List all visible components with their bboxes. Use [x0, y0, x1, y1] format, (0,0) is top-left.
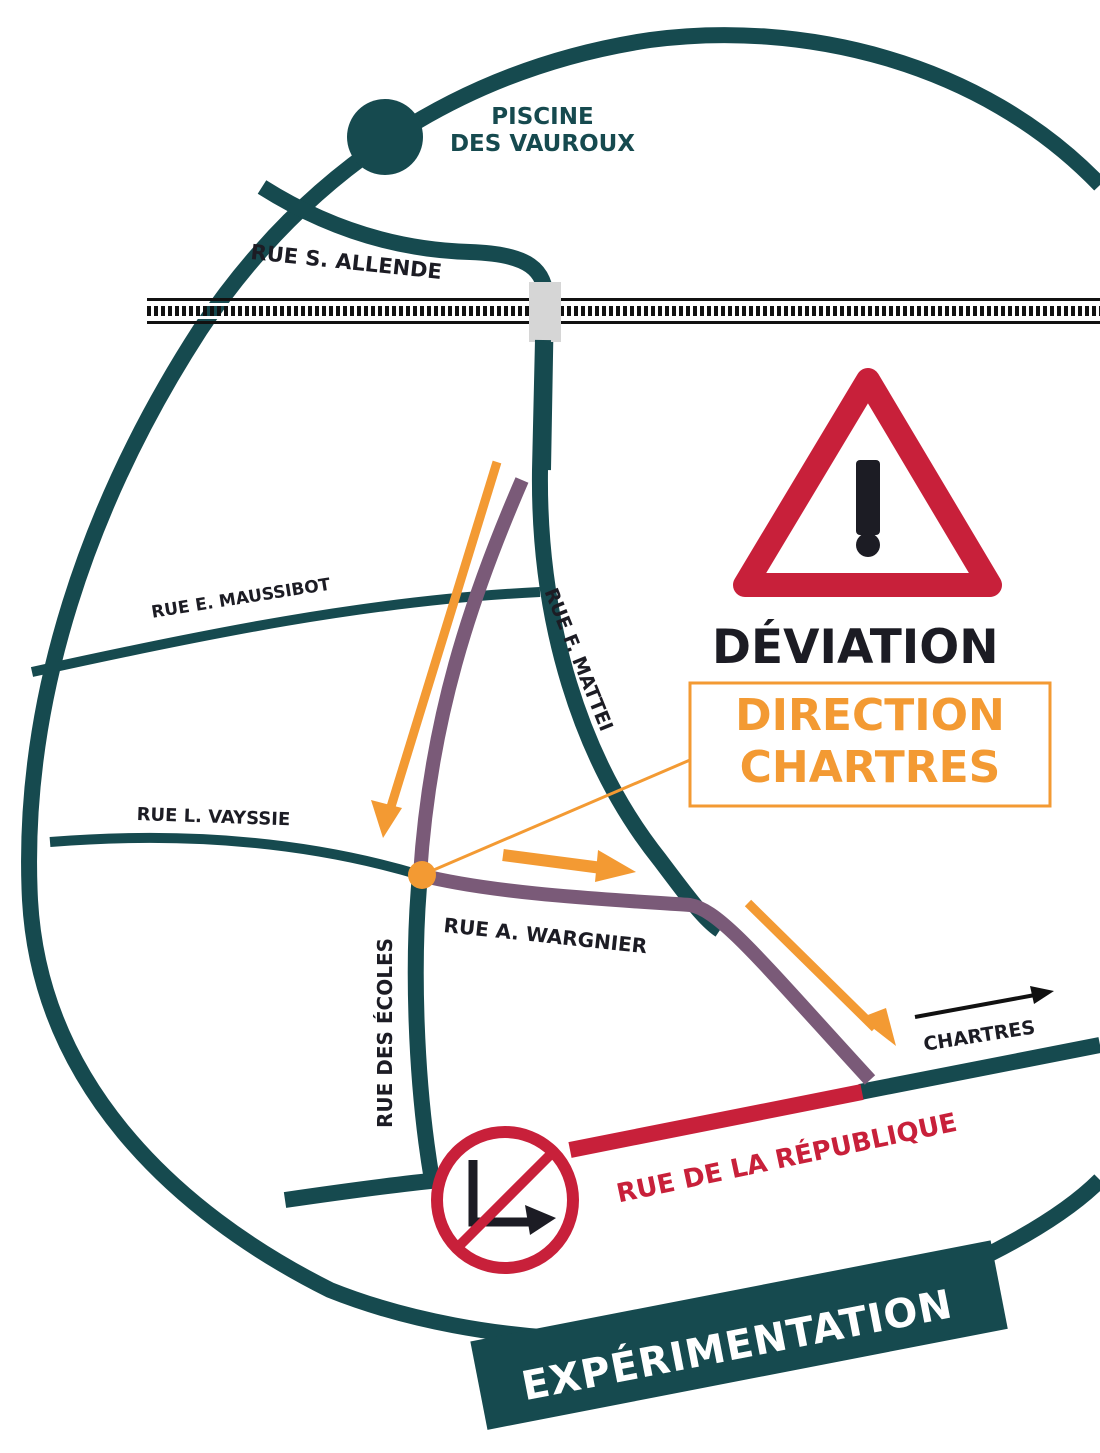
road-ecoles	[407, 874, 440, 1182]
direction-text: DIRECTION CHARTRES	[690, 690, 1050, 794]
road-bottom-left	[283, 1172, 441, 1208]
direction-line2: CHARTRES	[739, 742, 1001, 793]
piscine-marker	[347, 99, 423, 175]
no-right-turn-icon	[431, 1126, 579, 1274]
landmark-line1: PISCINE	[491, 104, 594, 130]
road-vayssie	[49, 832, 422, 880]
experimentation-banner	[470, 1240, 1008, 1430]
deviation-title: DÉVIATION	[712, 620, 999, 675]
callout-line	[421, 758, 691, 877]
detour-arrow-south	[371, 460, 502, 838]
road-republique-open	[858, 1037, 1100, 1100]
detour-arrow-southeast	[744, 899, 896, 1046]
street-label-ecoles: RUE DES ÉCOLES	[373, 937, 397, 1128]
road-allende	[257, 180, 555, 471]
chartres-direction-arrow	[914, 986, 1054, 1019]
detour-arrow-east	[502, 849, 636, 882]
detour-route	[412, 477, 876, 1085]
direction-line1: DIRECTION	[735, 690, 1005, 741]
warning-triangle-icon	[733, 368, 1002, 597]
landmark-line2: DES VAUROUX	[449, 131, 636, 157]
detour-start-marker	[408, 861, 436, 889]
road-republique-closed	[568, 1084, 864, 1158]
direction-box	[688, 681, 1052, 808]
landmark-label: PISCINE DES VAUROUX	[430, 104, 655, 158]
railway-icon	[147, 298, 1100, 324]
rail-crossing	[529, 282, 561, 342]
